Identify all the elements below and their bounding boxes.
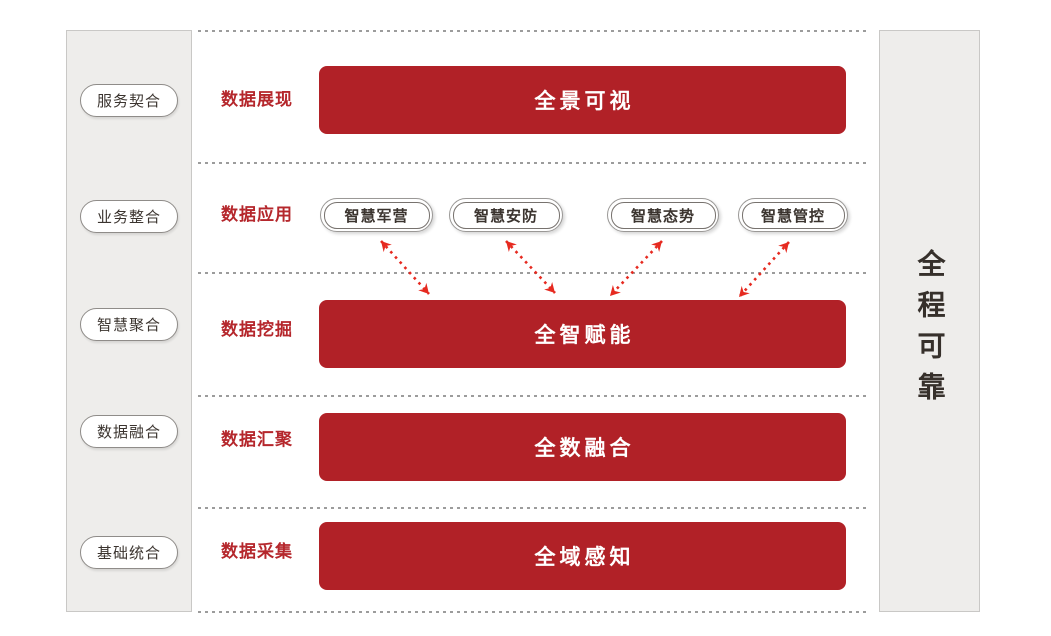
left-pill-data-fusion: 数据融合 — [80, 415, 178, 448]
left-pill-business-integration: 业务整合 — [80, 200, 178, 233]
row-label-data-convergence: 数据汇聚 — [221, 430, 293, 450]
left-pill-service-fit: 服务契合 — [80, 84, 178, 117]
row-label-data-presentation: 数据展现 — [221, 90, 293, 110]
app-pill-smart-situation-label: 智慧态势 — [610, 201, 716, 229]
row-label-data-mining: 数据挖掘 — [221, 320, 293, 340]
left-pill-basic-unification: 基础统合 — [80, 536, 178, 569]
left-pill-smart-aggregation: 智慧聚合 — [80, 308, 178, 341]
dotted-separator — [198, 395, 866, 397]
dotted-separator — [198, 611, 866, 613]
app-pill-smart-situation: 智慧态势 — [607, 198, 719, 232]
bar-full-data-fusion: 全数融合 — [319, 413, 846, 481]
app-pill-smart-security-label: 智慧安防 — [452, 201, 560, 229]
row-label-data-collection: 数据采集 — [221, 542, 293, 562]
bar-panoramic-visibility: 全景可视 — [319, 66, 846, 134]
bar-full-intelligence: 全智赋能 — [319, 300, 846, 368]
app-pill-smart-barracks: 智慧军营 — [320, 198, 433, 232]
arrow-smart-control-to-bar — [738, 241, 790, 298]
arrow-smart-security-to-bar — [505, 240, 556, 294]
dotted-separator — [198, 507, 866, 509]
right-panel-caption: 全程可靠 — [913, 249, 947, 413]
dotted-separator — [198, 272, 866, 274]
app-pill-smart-control-label: 智慧管控 — [741, 201, 845, 229]
app-pill-smart-security: 智慧安防 — [449, 198, 563, 232]
arrow-smart-barracks-to-bar — [380, 240, 430, 295]
dotted-separator — [198, 30, 866, 32]
bar-full-domain-sensing: 全域感知 — [319, 522, 846, 590]
dotted-separator — [198, 162, 866, 164]
arrow-smart-situation-to-bar — [609, 240, 663, 297]
right-panel: 全程可靠 — [879, 30, 980, 612]
app-pill-smart-control: 智慧管控 — [738, 198, 848, 232]
row-label-data-application: 数据应用 — [221, 205, 293, 225]
app-pill-smart-barracks-label: 智慧军营 — [323, 201, 430, 229]
